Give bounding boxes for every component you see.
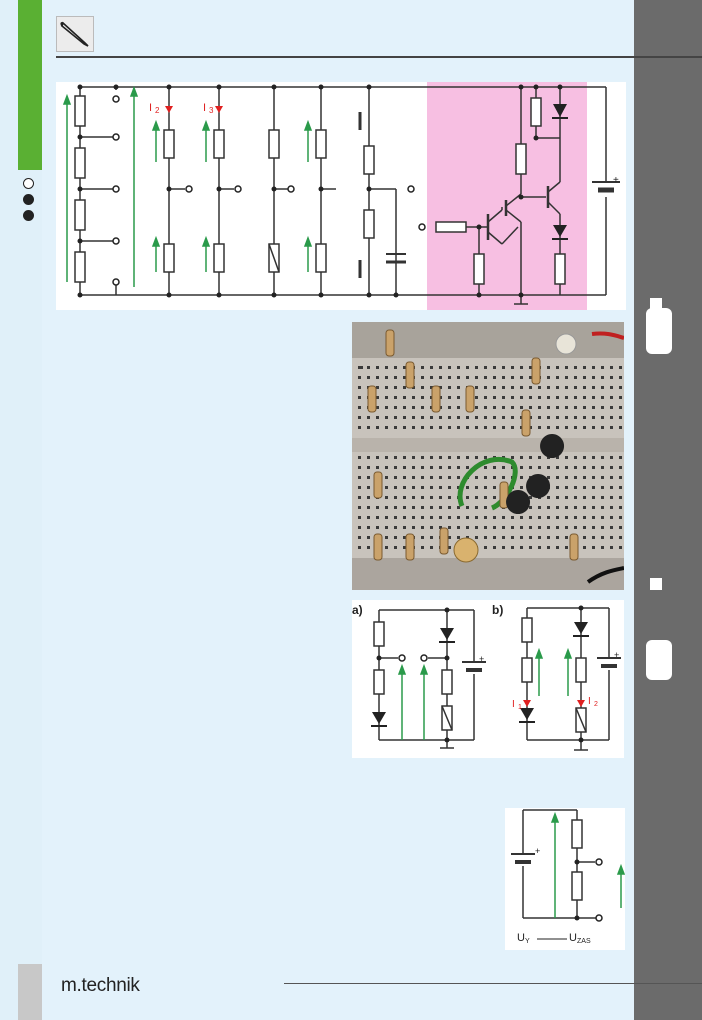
svg-text:1: 1 — [518, 704, 522, 711]
left-margin — [0, 0, 42, 1020]
led-icon — [372, 712, 386, 724]
figure-a-label: a) — [352, 603, 363, 617]
svg-text:2: 2 — [155, 106, 160, 115]
svg-text:+: + — [614, 650, 619, 660]
chapter-color-bar — [18, 0, 42, 170]
circuit-diagram: I 2 I 3 + — [56, 82, 626, 310]
svg-text:ZAS: ZAS — [577, 938, 591, 945]
footer-gray-block — [18, 964, 42, 1020]
voltage-divider-figure: + U Y U ZAS — [505, 808, 626, 950]
sidebar-tab[interactable] — [646, 640, 672, 680]
difficulty-dot-filled — [23, 194, 34, 205]
pencil-icon — [56, 16, 94, 52]
svg-text:+: + — [479, 654, 484, 664]
led-icon — [520, 708, 534, 720]
current-label: I — [203, 102, 206, 114]
led-icon — [574, 622, 588, 634]
svg-text:I: I — [588, 696, 591, 707]
uy-label: U — [517, 932, 525, 944]
breadboard-photo — [352, 322, 624, 590]
led-icon — [440, 628, 454, 640]
sidebar-marker — [650, 298, 662, 310]
svg-text:I: I — [512, 699, 515, 710]
difficulty-dot-empty — [23, 178, 34, 189]
footer-rule — [284, 983, 702, 984]
sidebar-tab[interactable] — [646, 308, 672, 354]
current-label: I — [149, 102, 152, 114]
right-sidebar — [634, 0, 702, 1020]
figure-ab: a) b) — [352, 600, 624, 758]
led-icon — [553, 104, 567, 117]
battery-plus-label: + — [613, 175, 619, 186]
figure-b-label: b) — [492, 603, 503, 617]
sidebar-marker — [650, 578, 662, 590]
svg-text:2: 2 — [594, 701, 598, 708]
difficulty-dot-filled — [23, 210, 34, 221]
svg-text:Y: Y — [525, 938, 530, 945]
uzas-label: U — [569, 932, 577, 944]
svg-text:3: 3 — [209, 106, 214, 115]
brand-logo: m.technik — [61, 975, 140, 996]
led-icon — [553, 225, 567, 237]
svg-text:+: + — [535, 846, 540, 856]
header-rule — [56, 56, 702, 58]
